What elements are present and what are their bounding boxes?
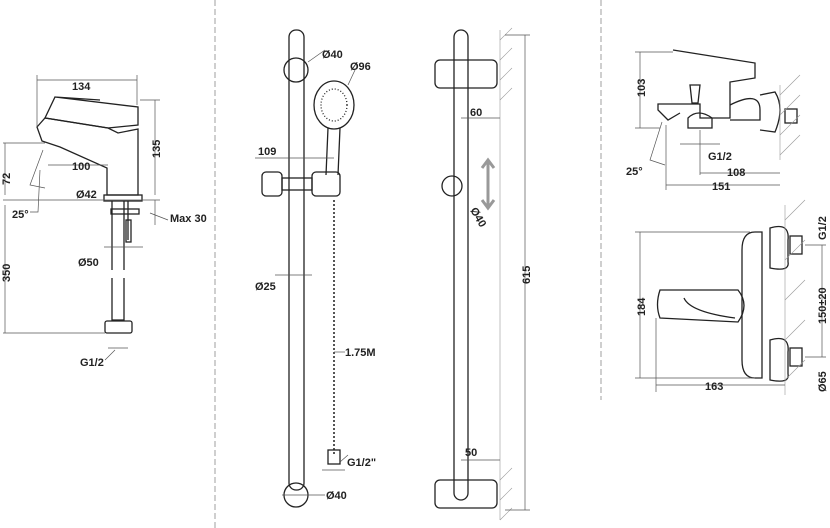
dim-spout-to-wall: 108 bbox=[727, 167, 745, 179]
dim-hose-connection: G1/2" bbox=[347, 457, 376, 469]
drawing-line bbox=[325, 127, 341, 176]
dim-top-diameter: Ø40 bbox=[322, 49, 343, 61]
drawing-line bbox=[655, 318, 785, 392]
drawing-line bbox=[322, 454, 349, 471]
drawing-line bbox=[104, 347, 128, 361]
dim-holder-offset: 109 bbox=[258, 146, 276, 158]
drawing-line bbox=[656, 289, 745, 323]
dim-body-diameter: Ø42 bbox=[76, 189, 97, 201]
drawing-line bbox=[434, 479, 498, 509]
drawing-line bbox=[104, 320, 133, 334]
drawing-line bbox=[327, 449, 341, 465]
dim-height: 103 bbox=[636, 79, 648, 97]
dim-spout-reach: 100 bbox=[72, 161, 90, 173]
drawing-line bbox=[288, 29, 305, 491]
dim-top-offset: 60 bbox=[470, 107, 482, 119]
dim-center-distance: 150±20 bbox=[817, 287, 829, 324]
drawing-line bbox=[307, 49, 326, 63]
drawing-line bbox=[29, 149, 46, 213]
drawing-line bbox=[665, 125, 780, 190]
drawing-line bbox=[441, 175, 463, 197]
drawing-line bbox=[281, 177, 313, 191]
dim-angle: 25° bbox=[626, 166, 643, 178]
dim-connection: G1/2 bbox=[708, 151, 732, 163]
dim-hose-length: 1.75M bbox=[345, 347, 376, 359]
drawing-line bbox=[635, 51, 673, 129]
tap-body bbox=[36, 117, 139, 196]
drawing-line bbox=[320, 88, 348, 122]
shower-rail-front-view: Ø40 Ø96 109 Ø25 1.75M G1/2" Ø40 bbox=[255, 29, 376, 508]
dim-rail-diameter: Ø25 bbox=[255, 281, 276, 293]
drawing-line bbox=[680, 130, 720, 175]
drawing-line bbox=[779, 74, 801, 156]
drawing-line bbox=[434, 59, 498, 89]
drawing-line bbox=[261, 171, 283, 197]
drawing-line bbox=[499, 27, 513, 521]
shower-rail-side-view: 60 Ø40 615 50 bbox=[434, 27, 533, 521]
mixer-front-body bbox=[741, 231, 763, 379]
dim-head-diameter: Ø96 bbox=[350, 61, 371, 73]
drawing-line bbox=[347, 69, 356, 86]
drawing-line bbox=[283, 57, 309, 83]
dim-connection: G1/2 bbox=[817, 216, 829, 240]
dim-spout-height: 72 bbox=[1, 173, 13, 185]
drawing-line bbox=[453, 29, 469, 501]
drawing-line bbox=[3, 142, 160, 201]
drawing-line bbox=[805, 244, 826, 358]
drawing-line bbox=[769, 225, 789, 382]
drawing-line bbox=[635, 231, 755, 379]
drawing-line bbox=[111, 201, 125, 270]
dim-bottom-diameter: Ø40 bbox=[326, 490, 347, 502]
drawing-line bbox=[789, 347, 803, 367]
drawing-line bbox=[689, 84, 701, 104]
basin-tap-view: 134 135 72 100 25° Ø42 Max 30 350 Ø50 G1… bbox=[1, 75, 207, 369]
dim-total-depth: 151 bbox=[712, 181, 730, 193]
dim-height: 184 bbox=[636, 297, 648, 316]
bath-mixer-front-view: G1/2 184 150±20 Ø65 163 bbox=[635, 199, 829, 395]
dim-flange-diameter: Ø65 bbox=[817, 371, 829, 392]
drawing-line bbox=[480, 157, 496, 211]
mixer-side-body bbox=[657, 49, 756, 121]
drawing-line bbox=[687, 112, 713, 129]
drawing-line bbox=[3, 205, 105, 334]
bath-mixer-side-view: 103 G1/2 25° 108 151 bbox=[626, 49, 801, 193]
drawing-line bbox=[103, 194, 143, 202]
dim-bottom-offset: 50 bbox=[465, 447, 477, 459]
dim-width: 134 bbox=[72, 81, 91, 93]
drawing-line bbox=[789, 235, 803, 255]
dim-angle: 25° bbox=[12, 209, 29, 221]
drawing-line bbox=[505, 34, 530, 511]
drawing-line bbox=[36, 75, 138, 127]
dim-hole-diameter: Ø50 bbox=[78, 257, 99, 269]
dim-width: 163 bbox=[705, 381, 723, 393]
dim-rail-length: 615 bbox=[521, 266, 533, 284]
dim-connection: G1/2 bbox=[80, 357, 104, 369]
dim-max-thickness: Max 30 bbox=[170, 213, 207, 225]
drawing-line bbox=[149, 200, 169, 225]
tap-lever bbox=[44, 96, 139, 129]
drawing-line bbox=[784, 108, 798, 124]
drawing-line bbox=[111, 278, 125, 321]
dim-holder-diameter: Ø40 bbox=[467, 206, 488, 230]
drawing-line bbox=[140, 99, 160, 195]
drawing-line bbox=[311, 171, 341, 197]
drawing-line bbox=[649, 121, 666, 166]
dim-height: 135 bbox=[151, 140, 163, 158]
drawing-line bbox=[125, 219, 132, 243]
drawing-line bbox=[110, 208, 140, 215]
dim-hose-length: 350 bbox=[1, 264, 13, 282]
drawing-line bbox=[784, 199, 806, 381]
drawing-line bbox=[729, 91, 781, 133]
drawing-line bbox=[313, 80, 355, 130]
